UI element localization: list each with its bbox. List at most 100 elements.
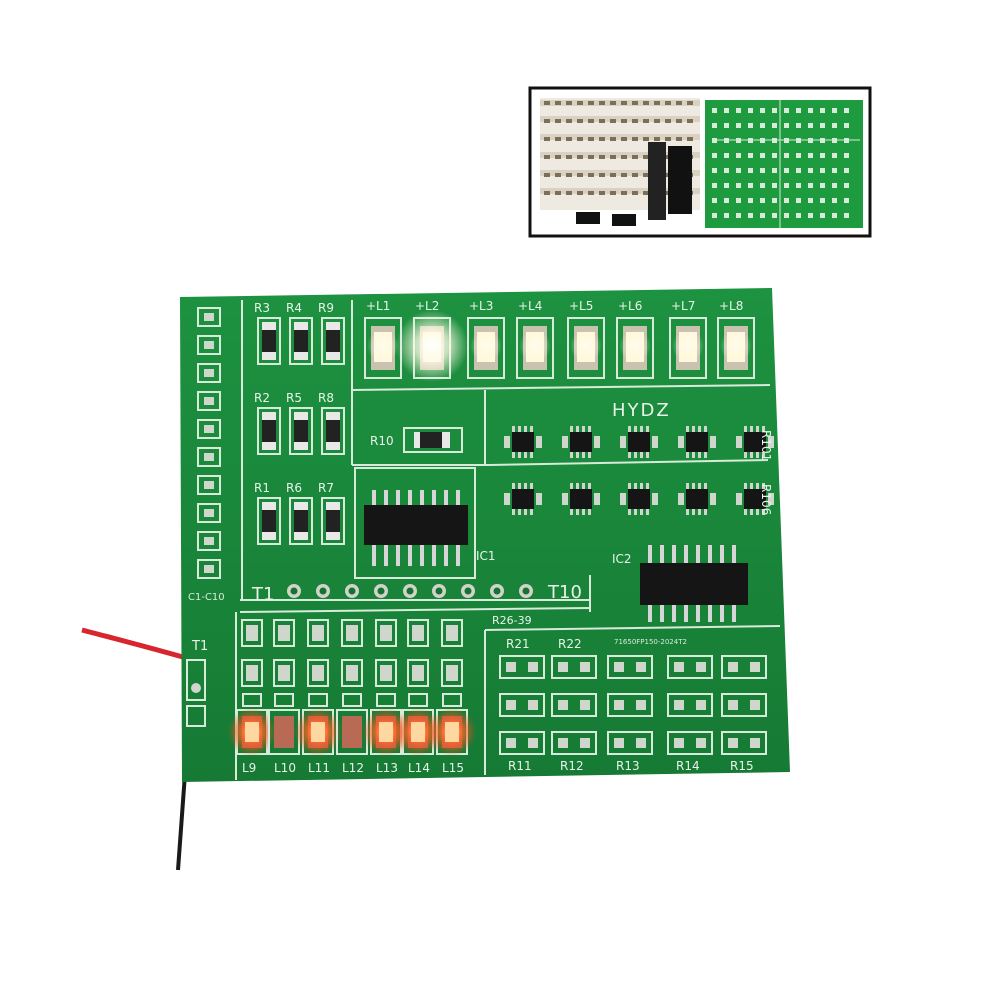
tape-chip <box>555 137 561 141</box>
inset-pad <box>724 183 729 188</box>
resistor-network-pin <box>628 426 631 432</box>
resistor-network-pin <box>518 483 521 489</box>
small-resistor-pad <box>241 619 263 647</box>
tape-chip <box>588 101 594 105</box>
tape-chip <box>555 191 561 195</box>
inset-pad <box>724 153 729 158</box>
small-resistor <box>278 625 290 641</box>
small-pad <box>274 693 294 707</box>
led-glow <box>570 330 602 362</box>
tape-chip <box>643 137 649 141</box>
inset-pad <box>796 213 801 218</box>
bottom-led-label: L9 <box>242 761 256 775</box>
pad-footprint <box>721 693 767 717</box>
ic1-pin <box>372 544 376 566</box>
resistor-network-pin <box>646 426 649 432</box>
capacitor-pad <box>197 307 221 327</box>
pad-footprint <box>607 693 653 717</box>
small-resistor <box>446 665 458 681</box>
ic1-pin <box>396 490 400 506</box>
resistor-network <box>686 489 708 509</box>
inset-pad <box>832 138 837 143</box>
tape-chip <box>654 119 660 123</box>
resistor-network <box>686 432 708 452</box>
resistor-network-pad <box>594 493 600 505</box>
resistor-footprint <box>289 317 313 365</box>
resistor-network-pin <box>646 509 649 515</box>
resistor-network-pin <box>750 483 753 489</box>
resistor-network-pin <box>698 426 701 432</box>
resistor-network-pad <box>620 493 626 505</box>
resistor-network-pin <box>576 509 579 515</box>
tape-chip <box>588 155 594 159</box>
small-pad <box>342 693 362 707</box>
led-glow <box>396 310 468 382</box>
pad-grid <box>499 655 767 755</box>
small-resistor-pad <box>375 619 397 647</box>
tape-chip <box>544 119 550 123</box>
inset-pad <box>772 183 777 188</box>
pad <box>750 662 760 672</box>
inset-pad <box>844 213 849 218</box>
pcb-board-icon <box>705 100 863 228</box>
resistor-mark <box>326 330 340 352</box>
bottom-led-label: L10 <box>274 761 296 775</box>
tape-chip <box>654 101 660 105</box>
pad <box>528 662 538 672</box>
resistor-network-pin <box>698 483 701 489</box>
inset-pad <box>844 108 849 113</box>
inset-pad <box>832 198 837 203</box>
resistor-network-pin <box>576 483 579 489</box>
inset-pad <box>712 108 717 113</box>
resistor-network-pin <box>686 509 689 515</box>
tape-chip <box>610 155 616 159</box>
resistor-mark <box>262 420 276 442</box>
top-led-label: +L4 <box>518 299 542 313</box>
resistor-network-pin <box>744 426 747 432</box>
r26-label: R26-39 <box>492 614 532 627</box>
ic1-pin <box>420 544 424 566</box>
inset-pad <box>736 183 741 188</box>
pad <box>558 700 568 710</box>
r22-label: R22 <box>558 637 582 651</box>
pad-footprint <box>551 655 597 679</box>
ic2-pin <box>672 545 676 563</box>
capacitor-part <box>204 565 214 573</box>
tape-chip <box>687 137 693 141</box>
resistor-network-pin <box>530 509 533 515</box>
tape-chip <box>566 155 572 159</box>
inset-pad <box>736 213 741 218</box>
pad-footprint <box>499 655 545 679</box>
test-point-center <box>406 587 414 595</box>
top-led-label: +L1 <box>366 299 390 313</box>
tape-chip <box>676 119 682 123</box>
bottom-led-label: L15 <box>442 761 464 775</box>
pad <box>750 700 760 710</box>
resistor-network <box>570 432 592 452</box>
small-pad <box>408 693 428 707</box>
ic2-pin <box>708 545 712 563</box>
r10-resistor: R10 <box>370 427 463 453</box>
pad <box>696 738 706 748</box>
inset-pad <box>844 123 849 128</box>
ic2-pin <box>660 545 664 563</box>
pad <box>636 738 646 748</box>
r106-label: R106 <box>759 484 773 515</box>
small-resistor-pad <box>341 619 363 647</box>
led-body <box>274 716 294 748</box>
t10-label: T10 <box>547 582 582 603</box>
resistor-network-pad <box>620 436 626 448</box>
pad <box>750 738 760 748</box>
resistor-network-pin <box>750 509 753 515</box>
tape-chip <box>676 137 682 141</box>
resistor-network-pin <box>524 426 527 432</box>
inset-pad <box>796 183 801 188</box>
resistor-network-pin <box>698 452 701 458</box>
capacitor-pad <box>197 475 221 495</box>
led-lens <box>411 722 425 742</box>
tape-chip <box>544 191 550 195</box>
resistor-networks <box>504 426 774 515</box>
